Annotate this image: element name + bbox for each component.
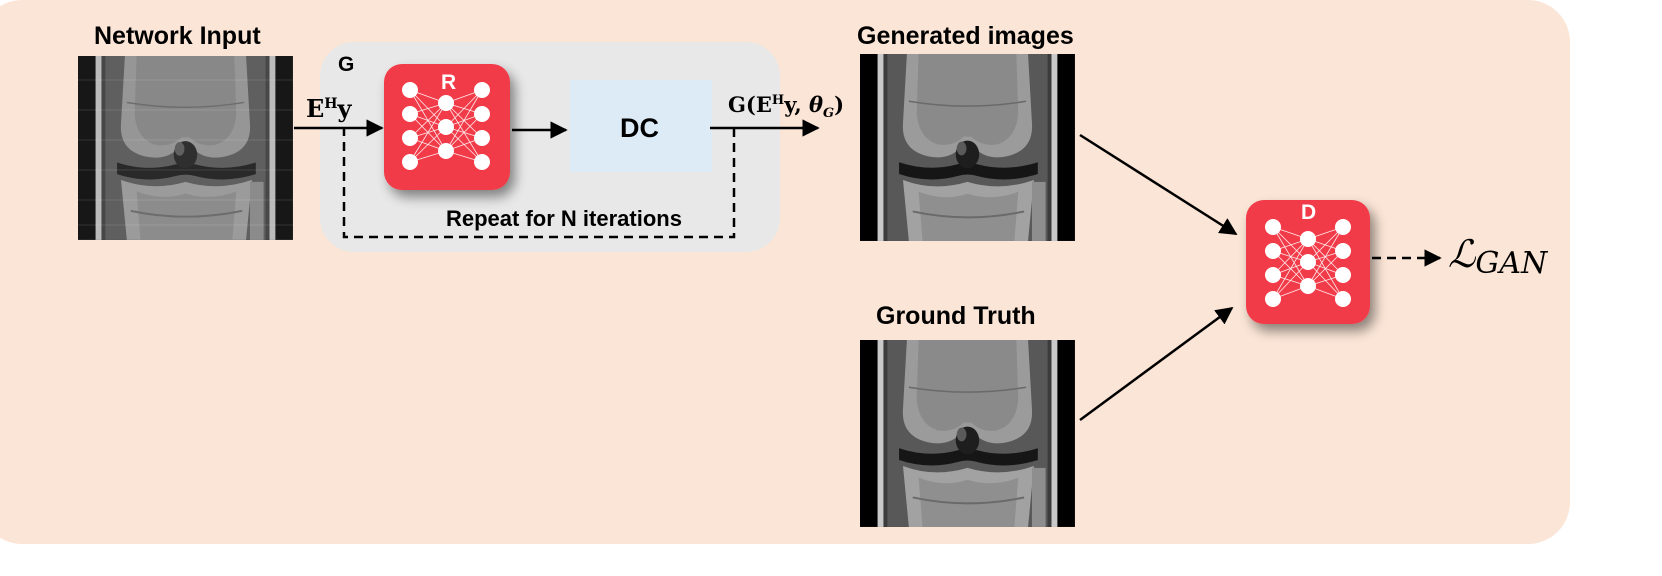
regularizer-label: R: [441, 71, 457, 94]
input-math-y: y: [337, 94, 352, 123]
input-math-label: EHy: [306, 94, 351, 123]
network-input-label: Network Input: [94, 22, 261, 50]
ground-truth-image: [859, 339, 1076, 528]
output-math-close: ): [834, 92, 845, 117]
network-input-image: [77, 55, 294, 241]
discriminator-network-circles: [1265, 219, 1351, 307]
repeat-label: Repeat for N iterations: [446, 206, 682, 231]
loss-subscript: GAN: [1475, 246, 1548, 281]
loss-label: ℒGAN: [1448, 232, 1547, 281]
output-math-sup: H: [771, 93, 785, 108]
regularizer-network-circles: [402, 82, 490, 170]
generator-label: G: [338, 53, 355, 76]
arrow-generated-to-d: [1079, 133, 1238, 236]
ground-truth-label: Ground Truth: [876, 302, 1036, 330]
loss-symbol: ℒ: [1448, 232, 1476, 276]
repeat-loop-dashed: [342, 128, 736, 239]
arrow-groundtruth-to-d: [1079, 306, 1234, 422]
output-math-label: G(EHy, θG): [728, 92, 844, 121]
output-math-sub: G: [823, 106, 835, 122]
output-math-mid: y,: [784, 92, 810, 117]
generated-image: [859, 53, 1076, 242]
output-math-prefix: G(E: [728, 92, 772, 117]
input-math-e: E: [306, 94, 325, 123]
dc-label: DC: [620, 113, 659, 143]
generated-images-label: Generated images: [857, 22, 1074, 50]
output-math-theta: θ: [809, 92, 824, 117]
input-math-sup: H: [324, 96, 338, 112]
dc-block: [570, 80, 712, 172]
discriminator-label: D: [1301, 201, 1317, 224]
